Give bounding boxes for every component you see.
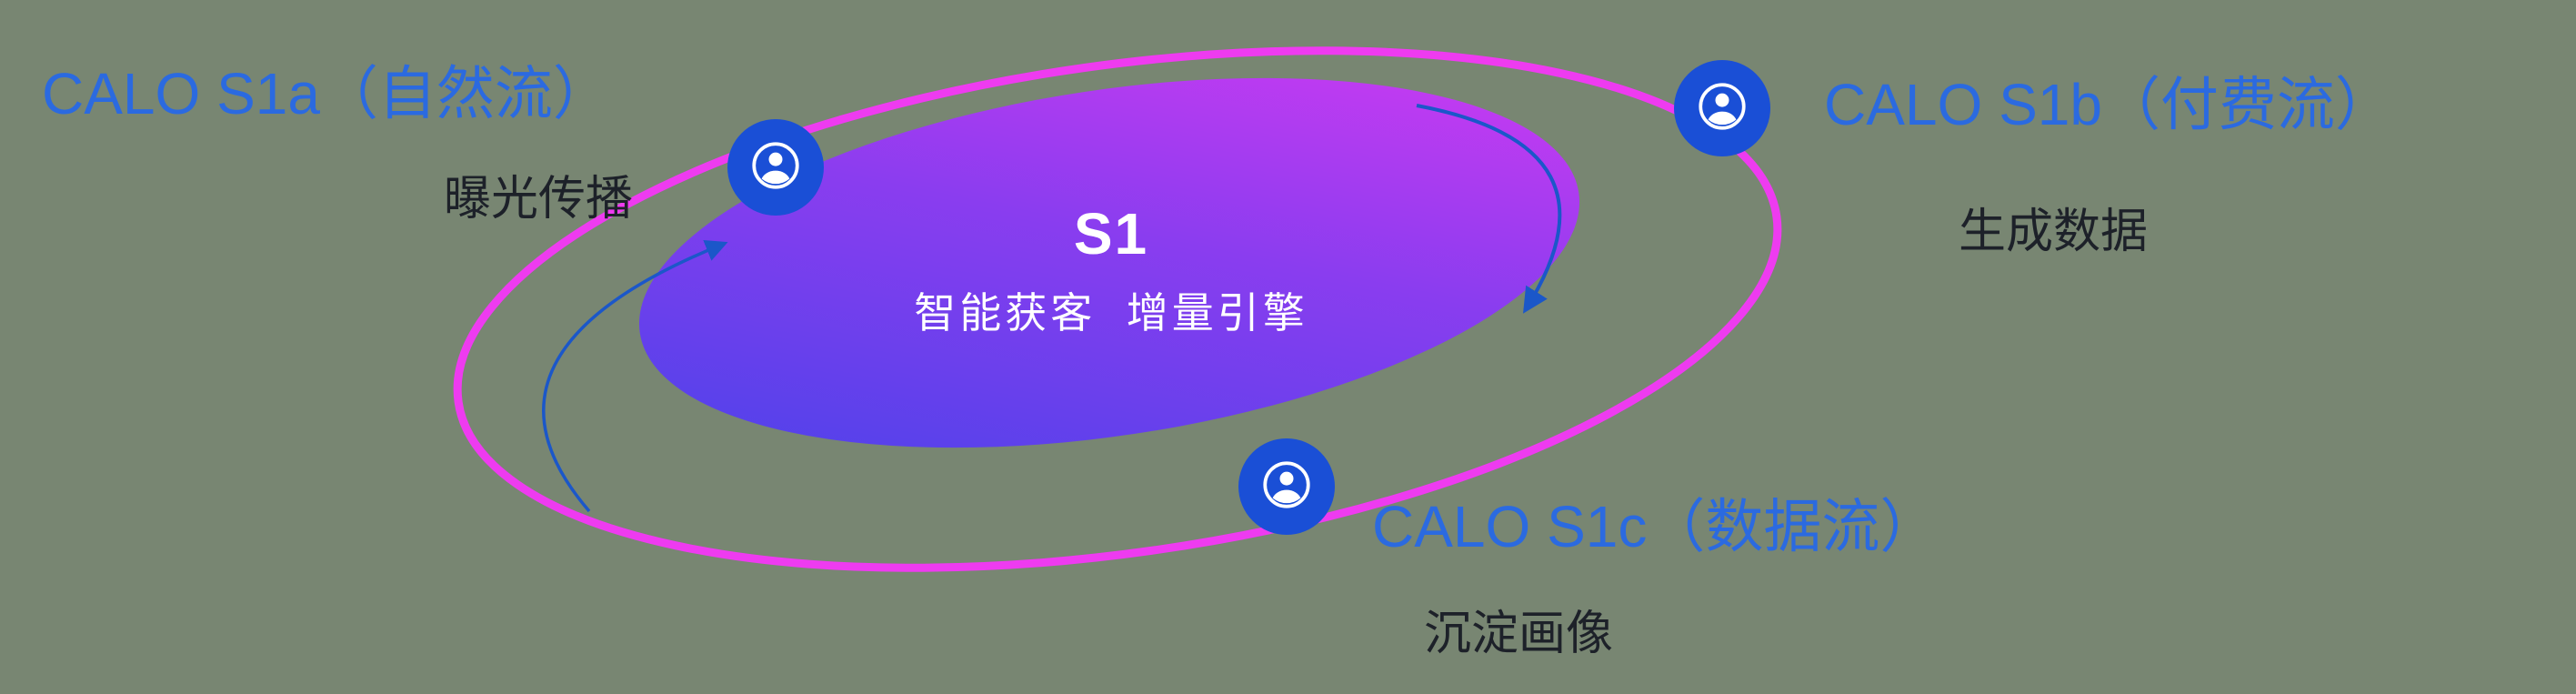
node-s1c <box>1238 438 1335 535</box>
flow-arrow-right <box>1416 104 1562 314</box>
node-s1a-title: CALO S1a（自然流） <box>42 61 611 126</box>
person-circle-icon <box>1695 79 1749 138</box>
node-s1c-subtitle: 沉淀画像 <box>1424 608 1614 660</box>
person-circle-icon <box>1259 458 1314 517</box>
person-circle-icon <box>748 138 803 197</box>
node-s1c-title: CALO S1c（数据流） <box>1372 494 1939 559</box>
node-s1a <box>727 119 824 216</box>
node-s1a-subtitle: 曝光传播 <box>444 173 634 226</box>
orbit-ring <box>453 46 1782 572</box>
node-s1b-title: CALO S1b（付费流） <box>1824 72 2393 137</box>
node-s1b-subtitle: 生成数据 <box>1959 206 2149 258</box>
flow-arrow-left <box>542 239 728 513</box>
node-s1b <box>1674 60 1770 156</box>
core-ellipse <box>638 77 1580 448</box>
